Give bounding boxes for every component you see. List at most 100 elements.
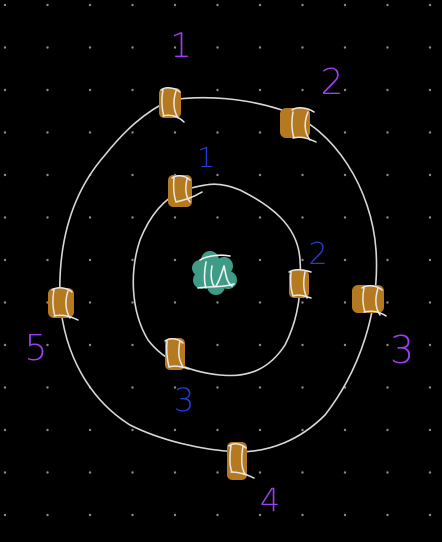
grid-dot	[46, 386, 49, 389]
grid-dot	[46, 3, 49, 7]
grid-dot	[386, 301, 389, 304]
grid-dot	[301, 173, 304, 177]
grid-dot	[131, 3, 134, 7]
grid-dot	[258, 301, 262, 304]
grid-dot	[3, 301, 7, 304]
grid-dot	[386, 513, 389, 517]
inner-stone-3	[164, 338, 190, 370]
grid-dot	[216, 471, 219, 474]
grid-dot	[46, 88, 49, 92]
grid-dot	[428, 428, 432, 432]
grid-dot	[428, 471, 432, 474]
grid-dot	[46, 216, 49, 219]
grid-dot	[258, 88, 262, 92]
grid-dot	[301, 428, 304, 432]
grid-dot	[173, 301, 177, 304]
grid-dot	[386, 428, 389, 432]
grid-dot	[216, 3, 219, 7]
grid-dot	[216, 301, 219, 304]
grid-dot	[88, 131, 92, 134]
grid-dot	[428, 46, 432, 49]
grid-dot	[386, 46, 389, 49]
grid-dot	[216, 173, 219, 177]
grid-dot	[3, 471, 7, 474]
inner-label-3: 3	[174, 381, 194, 419]
grid-dot	[216, 428, 219, 432]
grid-dot	[88, 88, 92, 92]
grid-dot	[131, 88, 134, 92]
grid-dot	[258, 3, 262, 7]
grid-dot	[3, 343, 7, 347]
grid-dot	[173, 3, 177, 7]
grid-dot	[46, 513, 49, 517]
grid-dot	[343, 3, 347, 7]
grid-dot	[386, 131, 389, 134]
grid-dot	[428, 513, 432, 517]
grid-dot	[258, 343, 262, 347]
grid-dot	[3, 88, 7, 92]
grid-dot	[258, 471, 262, 474]
grid-dot	[301, 3, 304, 7]
grid-dot	[3, 386, 7, 389]
outer-label-2: 2	[321, 62, 344, 103]
grid-dot	[428, 301, 432, 304]
grid-dot	[386, 386, 389, 389]
grid-dot	[173, 513, 177, 517]
grid-dot	[258, 258, 262, 262]
grid-dot	[301, 258, 304, 262]
grid-dot	[216, 513, 219, 517]
grid-dot	[3, 46, 7, 49]
grid-dot	[3, 173, 7, 177]
grid-dot	[173, 46, 177, 49]
grid-dot	[428, 216, 432, 219]
grid-dot	[216, 216, 219, 219]
grid-dot	[131, 428, 134, 432]
grid-dot	[258, 46, 262, 49]
grid-dot	[3, 216, 7, 219]
inner-label-1: 1	[197, 141, 215, 174]
inner-stone-1	[168, 175, 203, 207]
outer-label-5: 5	[25, 328, 48, 369]
grid-dot	[386, 258, 389, 262]
grid-dot	[88, 3, 92, 7]
grid-dot	[131, 173, 134, 177]
grid-dot	[258, 173, 262, 177]
grid-dot	[301, 471, 304, 474]
grid-dot	[46, 173, 49, 177]
grid-dot	[428, 131, 432, 134]
outer-stone-2	[280, 107, 317, 143]
grid-dot	[131, 258, 134, 262]
outer-label-1: 1	[170, 26, 192, 66]
grid-dot	[301, 216, 304, 219]
grid-dot	[386, 88, 389, 92]
grid-dot	[46, 428, 49, 432]
grid-dot	[173, 216, 177, 219]
grid-dot	[173, 471, 177, 474]
grid-dot	[386, 173, 389, 177]
grid-dot	[88, 343, 92, 347]
grid-dot	[216, 343, 219, 347]
grid-dot	[131, 216, 134, 219]
grid-dot	[46, 471, 49, 474]
grid-dot	[131, 301, 134, 304]
handwritten-glyph-icon	[197, 254, 235, 289]
grid-dot	[428, 173, 432, 177]
grid-dot	[216, 88, 219, 92]
grid-dot	[131, 343, 134, 347]
grid-dot	[428, 386, 432, 389]
outer-label-3: 3	[390, 328, 414, 372]
grid-dot	[88, 471, 92, 474]
outer-label-4: 4	[260, 481, 280, 519]
grid-dot	[343, 513, 347, 517]
grid-dot	[258, 428, 262, 432]
grid-dot	[131, 131, 134, 134]
grid-dot	[301, 343, 304, 347]
grid-dot	[46, 46, 49, 49]
grid-dot	[173, 428, 177, 432]
grid-dot	[343, 258, 347, 262]
inner-stone-2	[288, 268, 312, 299]
grid-dot	[88, 301, 92, 304]
grid-dot	[131, 471, 134, 474]
grid-dot	[216, 386, 219, 389]
